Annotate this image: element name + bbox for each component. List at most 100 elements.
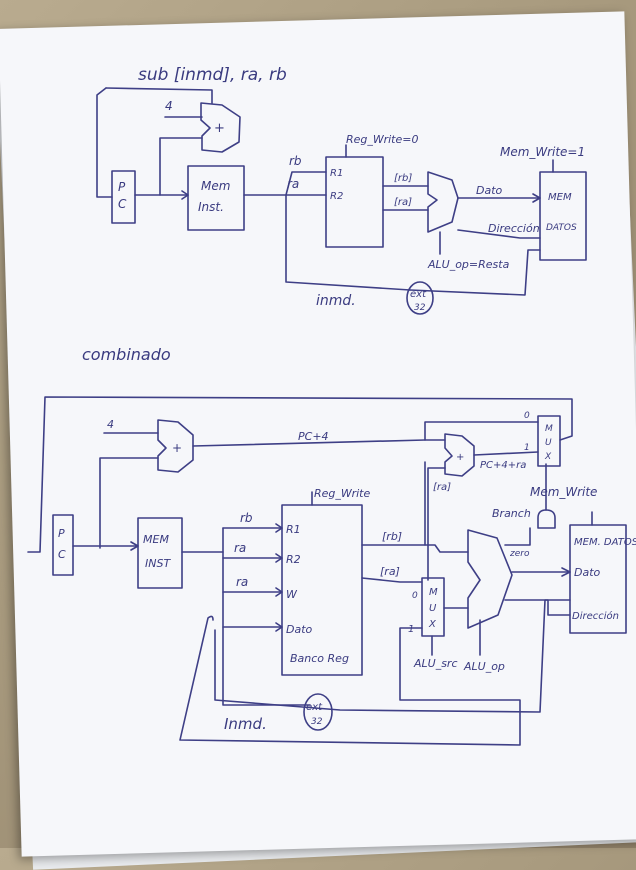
bottom-pc4-label: PC+4 (298, 430, 329, 443)
bottom-ra-label-1: ra (234, 541, 246, 555)
bottom-mux-mid-x: X (428, 619, 437, 630)
bottom-mem-datos-block (569, 524, 627, 634)
bottom-mux-top-one: 1 (524, 443, 530, 453)
bottom-pc-feedback-wire (27, 396, 573, 553)
bottom-mux-mid-u: U (429, 603, 437, 614)
top-const-four: 4 (165, 99, 173, 113)
top-pc-block (111, 170, 136, 224)
bottom-pc-block (52, 514, 74, 576)
bottom-diagram: combinado 4 + PC+4 P C MEM INST rb ra (27, 345, 636, 746)
bottom-ext32-label: 32 (311, 717, 323, 727)
top-pc-label-c: C (118, 197, 127, 211)
bottom-dato-label: Dato (574, 566, 601, 579)
bottom-pc4ra-wire (473, 451, 539, 456)
bottom-branch-label: Branch (492, 507, 531, 520)
top-aluop-label: ALU_op=Resta (427, 258, 510, 271)
bottom-banco-label: Banco Reg (290, 652, 349, 665)
bottom-adder (157, 419, 194, 473)
bottom-sign-extend (303, 693, 333, 731)
top-adder (200, 102, 241, 153)
top-regwrite-label: Reg_Write=0 (346, 133, 418, 146)
bottom-alusrc-label: ALU_src (413, 657, 458, 670)
top-ext32-label: 32 (414, 303, 426, 313)
top-ra-label: ra (287, 177, 299, 191)
bottom-inst-label: INST (145, 557, 171, 570)
handwritten-diagram: sub [inmd], ra, rb + 4 P C Mem Inst. rb … (27, 65, 636, 746)
bottom-mux-top-zero: 0 (524, 411, 530, 421)
top-mem-label: Mem (201, 179, 230, 193)
top-inst-label: Inst. (198, 200, 224, 214)
top-memdatos-label-1: MEM (548, 192, 572, 203)
top-alu (427, 171, 459, 233)
bottom-mux-top-u: U (545, 438, 552, 448)
bottom-inmd-label: Inmd. (224, 715, 267, 733)
bottom-rb-label: rb (240, 511, 253, 525)
bottom-pc4ra-label: PC+4+ra (480, 460, 526, 471)
bottom-memwrite-label: Mem_Write (530, 485, 597, 499)
bottom-pc-to-adder-wire (99, 457, 159, 549)
bottom-mem-label: MEM (143, 533, 169, 546)
bottom-mux-mid-zero: 0 (412, 591, 418, 601)
bottom-memdatos-label: MEM. DATOS (574, 537, 636, 548)
top-inmd-label: inmd. (316, 293, 356, 309)
bottom-register-file (281, 504, 363, 676)
top-rb-label: rb (289, 154, 302, 168)
top-pc-loop-wire (105, 87, 213, 104)
bottom-ra-feed-wire (427, 467, 446, 581)
top-pc-feedback-wire (96, 87, 113, 198)
bottom-writeback-wire (214, 599, 571, 713)
top-r1-label: R1 (330, 168, 343, 179)
bottom-mux-mid-one: 1 (408, 624, 414, 635)
bottom-mux-top-x: X (544, 452, 552, 462)
bottom-direccion-label: Dirección (572, 610, 619, 622)
top-pc-label-p: P (118, 180, 126, 194)
top-direccion-label: Dirección (488, 222, 540, 235)
bottom-imm-wire (179, 615, 521, 746)
top-memdatos-label-2: DATOS (546, 223, 577, 233)
bottom-mux-mid-m: M (429, 587, 438, 598)
bottom-pc-label-c: C (58, 548, 66, 561)
bottom-alu-dir-wire (504, 599, 571, 616)
bottom-mux-top-m: M (545, 424, 553, 434)
top-rb-br-label: [rb] (394, 173, 412, 184)
bottom-ra-label-2: ra (236, 575, 248, 589)
bottom-regwrite-label: Reg_Write (314, 487, 370, 500)
top-ext-label: ext (410, 289, 427, 300)
bottom-const-four: 4 (107, 418, 114, 431)
top-ra-br-label: [ra] (394, 197, 412, 208)
top-sign-extend (406, 281, 434, 315)
top-title: sub [inmd], ra, rb (138, 65, 287, 85)
bottom-pc-mux (537, 415, 561, 467)
top-dir-wire (457, 229, 541, 239)
bottom-branch-and-gate (537, 509, 556, 529)
top-register-file (325, 156, 384, 248)
top-rb-wire (285, 171, 327, 196)
bottom-r1-label: R1 (286, 523, 301, 536)
top-pc-to-adder-wire (159, 137, 203, 196)
bottom-ra-out-wire (361, 577, 423, 583)
top-memwrite-label: Mem_Write=1 (500, 145, 585, 159)
bottom-dato-in-label: Dato (286, 623, 313, 636)
top-imm-wire (285, 194, 411, 291)
bottom-alusrc-mux (421, 577, 445, 637)
top-r2-label: R2 (330, 191, 343, 202)
bottom-zero-label: zero (509, 549, 530, 559)
bottom-rb-out-wire (361, 544, 469, 553)
bottom-mem-inst-block (137, 517, 183, 589)
bottom-ext-label: ext (306, 702, 323, 713)
bottom-alu (467, 529, 513, 629)
bottom-rb-br-label: [rb] (382, 530, 402, 543)
bottom-adder-plus: + (172, 441, 182, 455)
top-dato-label: Dato (476, 184, 503, 197)
bottom-branch-adder (444, 433, 475, 477)
top-adder-plus: + (214, 121, 225, 136)
bottom-pc-label-p: P (58, 527, 65, 540)
bottom-title: combinado (82, 345, 171, 364)
bottom-aluop-label: ALU_op (463, 660, 505, 673)
bottom-r2-label: R2 (286, 553, 301, 566)
top-diagram: sub [inmd], ra, rb + 4 P C Mem Inst. rb … (96, 65, 587, 315)
bottom-pc4-to-mux-wire (424, 421, 539, 441)
top-mem-datos-block (539, 171, 587, 261)
bottom-zero-wire (504, 527, 531, 546)
top-ext-to-mem-wire (409, 249, 541, 296)
